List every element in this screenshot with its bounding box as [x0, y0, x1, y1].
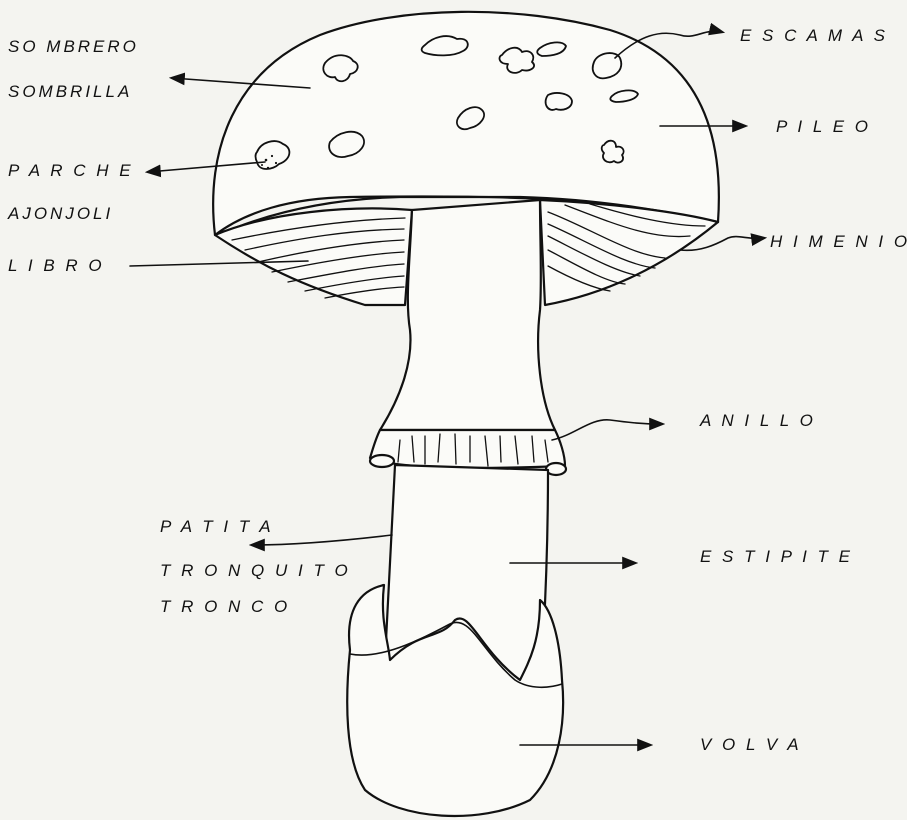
label-volva: V O L V A	[700, 736, 802, 753]
label-sombrero: SO MBRERO	[8, 38, 139, 55]
label-parche: P A R C H E	[8, 162, 134, 179]
arrow-escamas	[615, 31, 722, 58]
arrow-himenio	[680, 237, 764, 251]
label-escamas: E S C A M A S	[740, 27, 888, 44]
label-estipite: E S T I P I T E	[700, 548, 853, 565]
label-anillo: A N I L L O	[700, 412, 816, 429]
label-tronco: T R O N C O	[160, 598, 290, 615]
arrow-sombrero	[172, 78, 310, 88]
label-himenio: H I M E N I O	[770, 233, 907, 250]
arrow-libro	[130, 261, 308, 266]
arrow-patita	[252, 535, 392, 545]
label-tronquito: T R O N Q U I T O	[160, 562, 351, 579]
label-patita: P A T I T A	[160, 518, 274, 535]
label-sombrilla: SOMBRILLA	[8, 83, 132, 100]
label-ajonjoli: AJONJOLI	[8, 205, 113, 222]
arrow-anillo	[552, 420, 662, 440]
label-pileo: P I L E O	[776, 118, 871, 135]
label-libro: L I B R O	[8, 257, 105, 274]
arrow-parche	[148, 162, 265, 172]
